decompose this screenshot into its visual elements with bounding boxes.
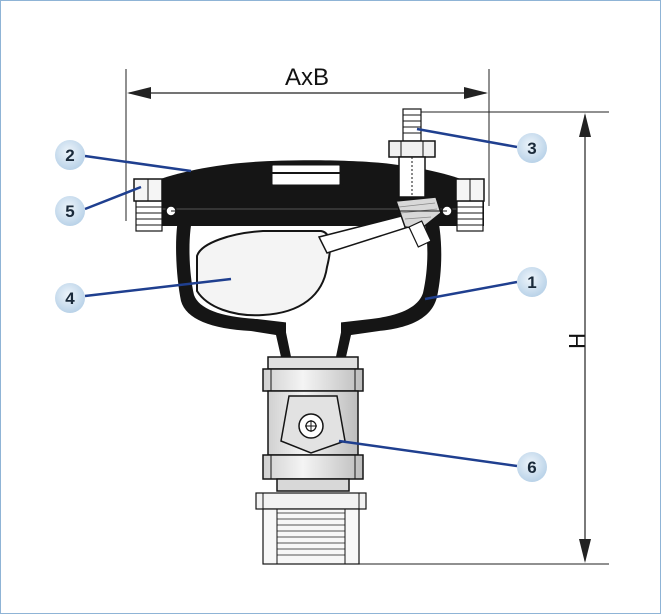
- leader-line-3: [416, 127, 518, 149]
- leader-line-5: [84, 185, 142, 211]
- vent-screw: [388, 108, 436, 198]
- callout-number-2: 2: [65, 146, 74, 165]
- leader-line-2: [84, 154, 192, 173]
- width-dimension: AxB: [125, 64, 490, 221]
- cover-bolts: [133, 178, 485, 202]
- height-dimension: H: [356, 111, 609, 565]
- callout-number-4: 4: [65, 289, 75, 308]
- leader-line-4: [84, 277, 232, 298]
- callout-badge-2: 2: [55, 140, 85, 170]
- leader-lines: [84, 127, 518, 468]
- callout-badge-3: 3: [517, 133, 547, 163]
- threaded-connection: [255, 492, 367, 565]
- callout-badge-1: 1: [517, 267, 547, 297]
- callout-number-3: 3: [527, 139, 536, 158]
- callout-badge-6: 6: [517, 452, 547, 482]
- float-assembly: [171, 196, 447, 317]
- width-dimension-label: AxB: [285, 64, 329, 91]
- callout-number-1: 1: [527, 273, 536, 292]
- callout-badge-5: 5: [55, 196, 85, 226]
- height-dimension-label: H: [564, 333, 589, 349]
- callout-badge-4: 4: [55, 283, 85, 313]
- valve-cover: [135, 160, 484, 232]
- callout-number-6: 6: [527, 458, 536, 477]
- ball-valve: [262, 356, 364, 492]
- leader-line-6: [338, 439, 518, 468]
- leader-line-1: [424, 280, 518, 301]
- callout-number-5: 5: [65, 202, 74, 221]
